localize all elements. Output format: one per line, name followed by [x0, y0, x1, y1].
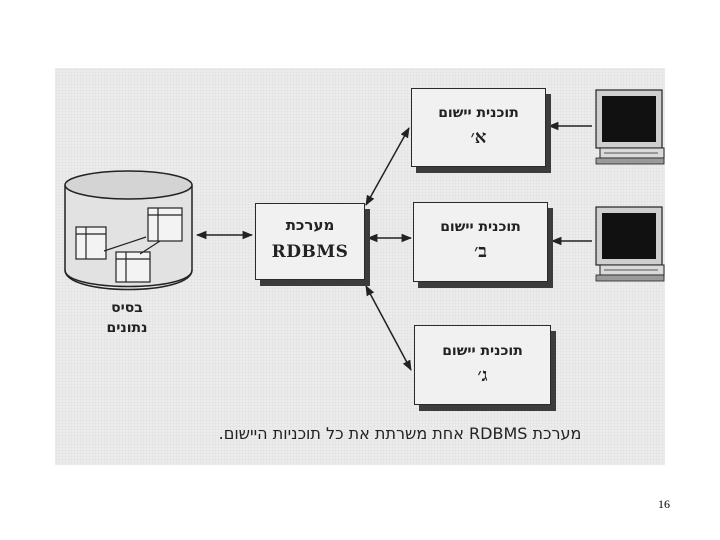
- app-c-label-line2: ג׳: [415, 365, 550, 386]
- app-a-label-line1: תוכנית יישום: [412, 105, 545, 121]
- rdbms-label-line2: RDBMS: [256, 242, 364, 262]
- database-label-line1: בסיס: [92, 298, 162, 318]
- app-box-c: תוכנית יישום ג׳: [414, 325, 551, 405]
- figure-caption: מערכת RDBMS אחת משרתת את כל תוכניות הייש…: [180, 424, 620, 443]
- app-b-label-line2: ב׳: [414, 241, 547, 262]
- app-box-b: תוכנית יישום ב׳: [413, 202, 548, 282]
- database-label: בסיס נתונים: [92, 298, 162, 338]
- computer-icon-1: [596, 90, 664, 164]
- database-label-line2: נתונים: [92, 318, 162, 338]
- rdbms-label-line1: מערכת: [256, 216, 364, 234]
- page-number: 16: [630, 497, 670, 512]
- app-a-label-line2: א׳: [412, 127, 545, 148]
- rdbms-box: מערכת RDBMS: [255, 203, 365, 280]
- rdbms-app-c-arrow: [366, 286, 411, 370]
- database-cylinder-icon: [65, 171, 192, 290]
- app-b-label-line1: תוכנית יישום: [414, 219, 547, 235]
- computer-icon-2: [596, 207, 664, 281]
- app-box-a: תוכנית יישום א׳: [411, 88, 546, 167]
- app-c-label-line1: תוכנית יישום: [415, 343, 550, 359]
- rdbms-app-a-arrow: [366, 128, 409, 205]
